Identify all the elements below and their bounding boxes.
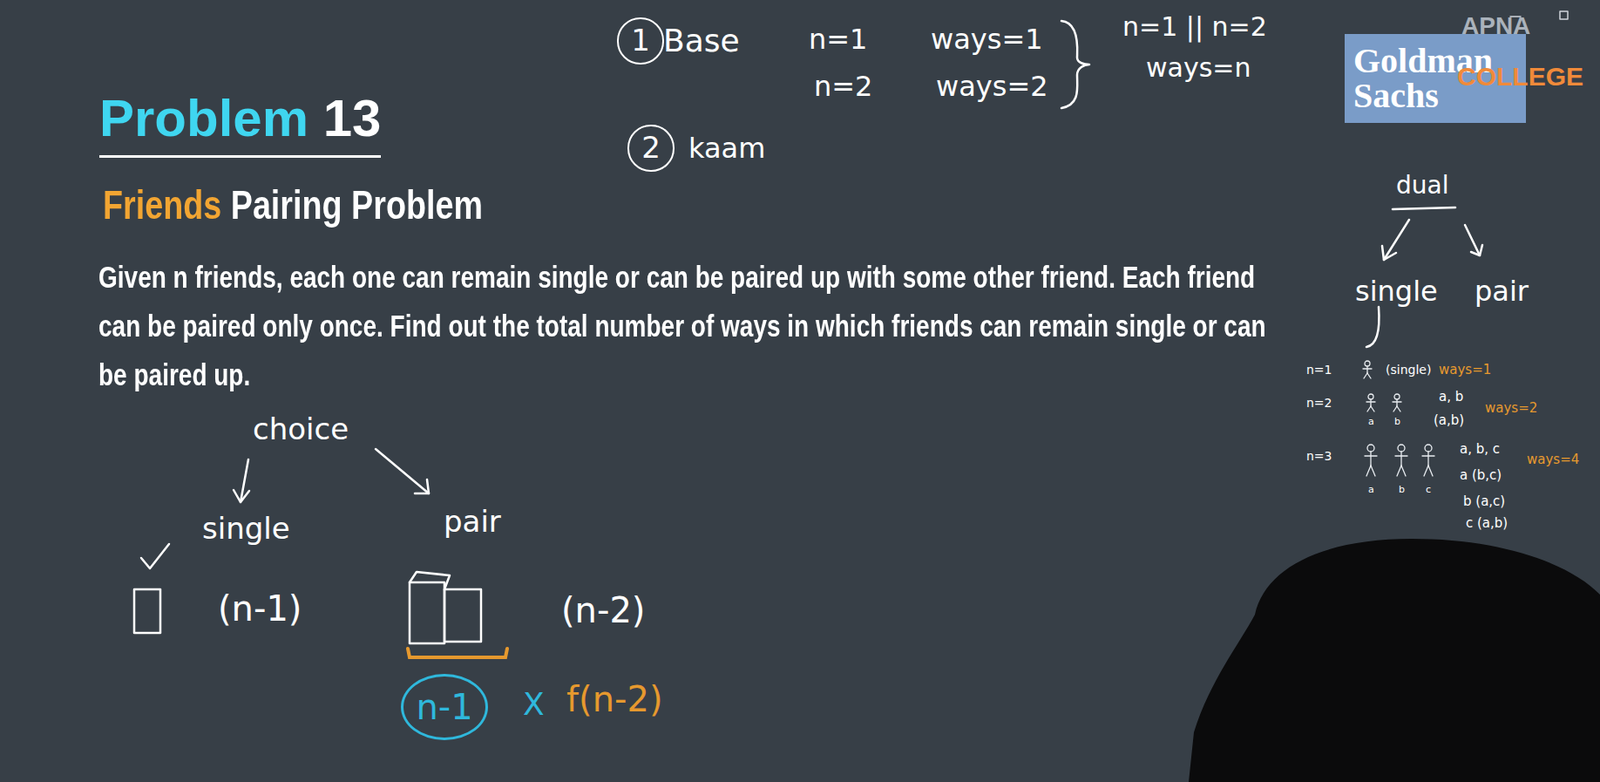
watermark: COLLEGE: [1457, 61, 1584, 93]
example-note: n=1: [1306, 362, 1333, 378]
base-note: n=1 || n=2: [1122, 11, 1268, 43]
slide-subtitle: Friends Pairing Problem: [102, 181, 483, 230]
base-note: n=2: [813, 69, 873, 103]
example-note: c (a,b): [1465, 515, 1508, 531]
side-note: dual: [1396, 170, 1449, 201]
node-text: 2: [641, 130, 661, 165]
figure-name: c: [1425, 483, 1431, 495]
example-count: ways=1: [1438, 361, 1492, 378]
node-text: n-1: [415, 686, 473, 727]
example-note: a, b, c: [1459, 440, 1500, 457]
figure-name: a: [1368, 415, 1375, 428]
example-count: ways=2: [1484, 400, 1538, 416]
watermark: APNA: [1461, 11, 1531, 41]
formula-note: X: [522, 684, 545, 723]
figure-name: a: [1368, 483, 1375, 495]
example-note: a (b,c): [1459, 467, 1502, 483]
slide-title: Problem 13: [99, 87, 381, 158]
side-note: pair: [1474, 274, 1529, 308]
tree-note: choice: [252, 411, 349, 448]
tree-note: (n-1): [217, 587, 302, 630]
example-count: ways=4: [1526, 451, 1580, 468]
base-note: ways=2: [935, 69, 1049, 103]
step-circle: 1: [616, 17, 664, 64]
formula-note: f(n-2): [566, 677, 664, 720]
node-text: 1: [630, 23, 651, 58]
example-note: (single): [1385, 362, 1431, 378]
base-note: ways=n: [1145, 52, 1251, 84]
step-circle: 2: [627, 124, 674, 171]
tree-note: (n-2): [561, 589, 645, 631]
example-note: n=3: [1306, 448, 1333, 464]
tree-note: single: [202, 510, 291, 547]
example-note: (a,b): [1433, 412, 1465, 428]
tree-note: pair: [443, 503, 502, 540]
example-note: n=2: [1306, 395, 1333, 411]
circled-term: n-1: [400, 673, 488, 740]
base-note: ways=1: [930, 22, 1044, 56]
step-text: kaam: [688, 131, 766, 165]
example-note: b (a,c): [1463, 493, 1506, 509]
problem-statement: Given n friends, each one can remain sin…: [98, 252, 1284, 400]
step-text: Base: [663, 21, 740, 60]
base-note: n=1: [808, 22, 868, 56]
figure-name: b: [1398, 483, 1405, 495]
example-note: a, b: [1438, 388, 1464, 405]
figure-name: b: [1394, 415, 1401, 428]
side-note: single: [1355, 274, 1438, 308]
